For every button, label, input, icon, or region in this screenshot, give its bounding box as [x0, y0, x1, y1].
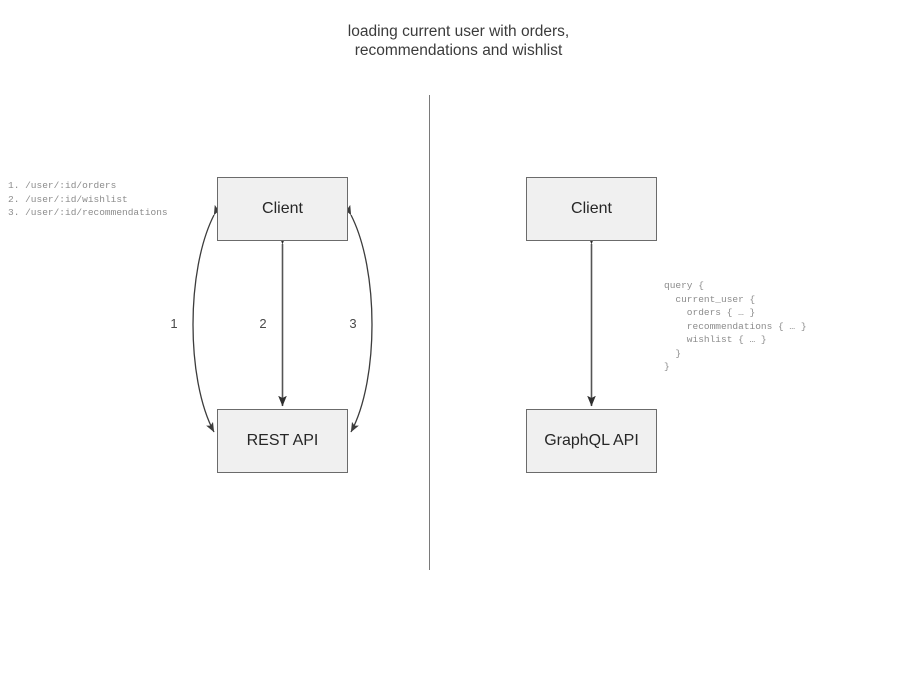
edge-label-3: 3 — [349, 316, 357, 331]
edge-1-curve — [192, 204, 222, 433]
rest-endpoints-note: 1. /user/:id/orders 2. /user/:id/wishlis… — [8, 180, 168, 218]
node-graphql-client[interactable]: Client — [526, 177, 657, 241]
node-rest-api-label: REST API — [246, 432, 319, 449]
edge-label-2: 2 — [259, 316, 267, 331]
vertical-divider — [429, 95, 430, 570]
node-rest-api[interactable]: REST API — [217, 409, 348, 473]
edge-label-1: 1 — [170, 316, 178, 331]
node-graphql-api[interactable]: GraphQL API — [526, 409, 657, 473]
node-graphql-client-label: Client — [571, 200, 612, 217]
graphql-query-note: query { current_user { orders { … } reco… — [664, 280, 807, 372]
node-rest-client[interactable]: Client — [217, 177, 348, 241]
page-title: loading current user with orders, recomm… — [347, 23, 570, 59]
node-graphql-api-label: GraphQL API — [544, 432, 639, 449]
node-rest-client-label: Client — [262, 200, 303, 217]
